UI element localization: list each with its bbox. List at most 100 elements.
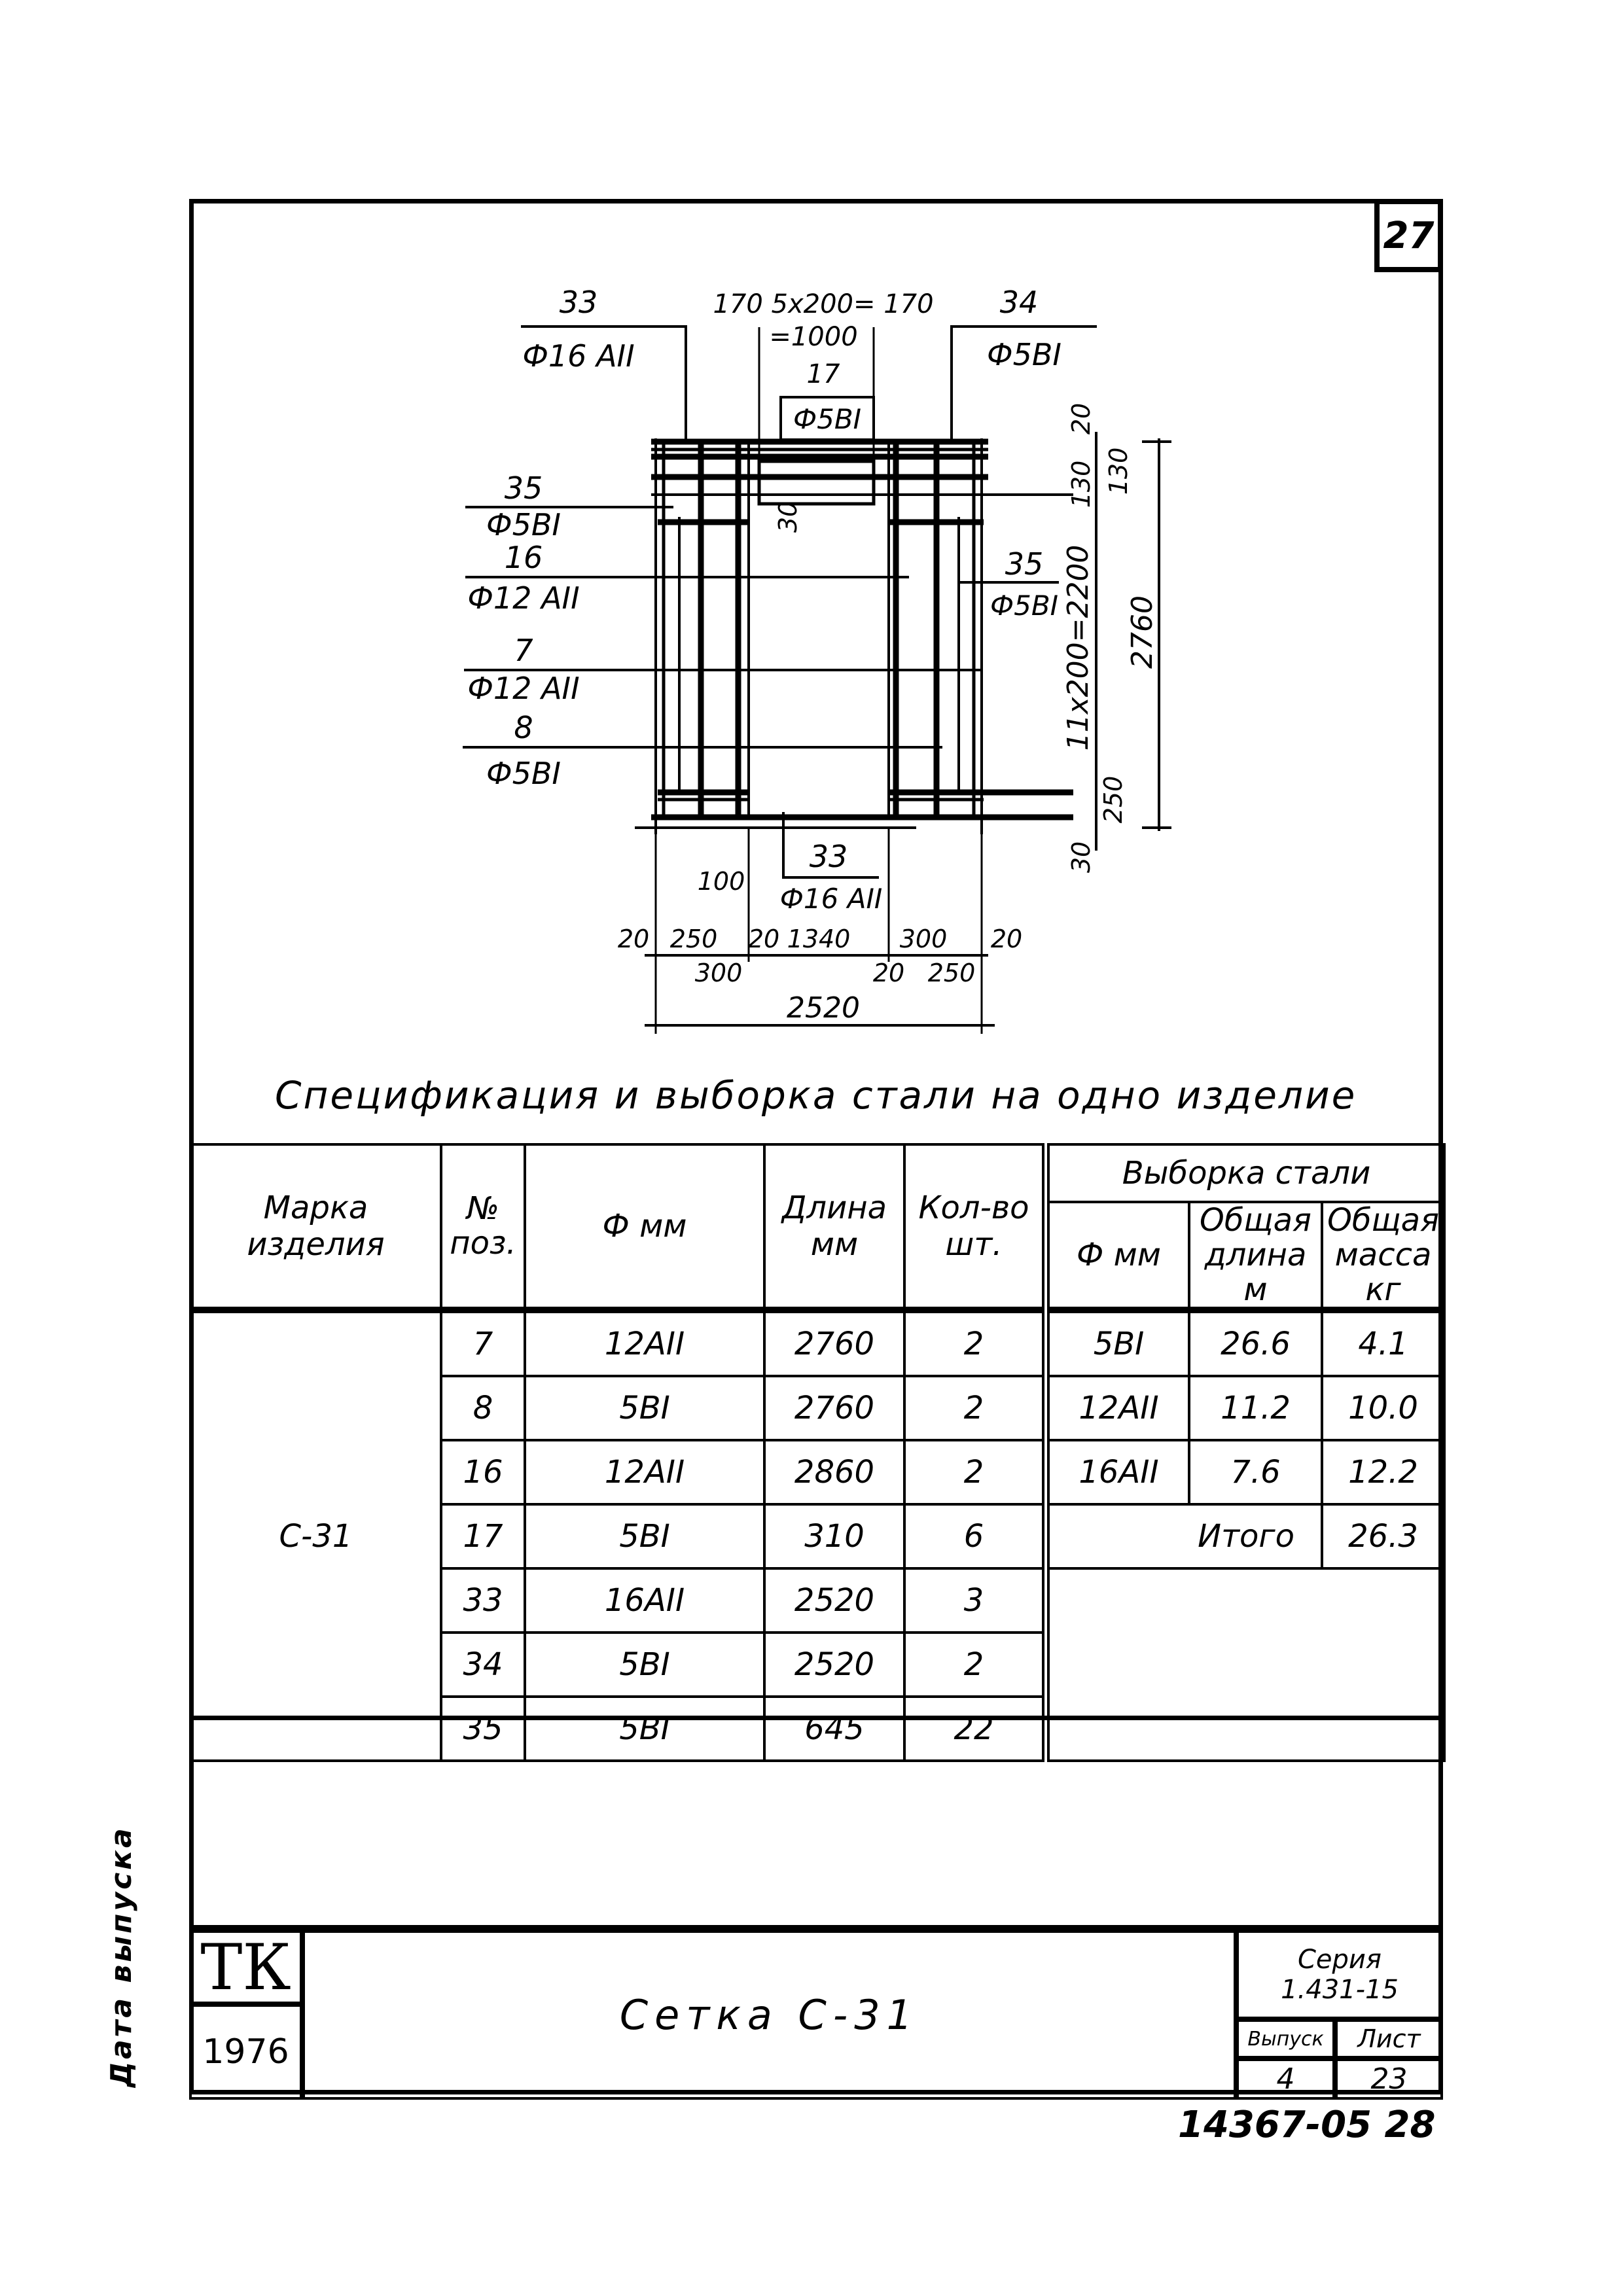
header-pos: № поз. <box>440 1142 526 1312</box>
sel-mass-cell: 4.1 <box>1320 1307 1446 1378</box>
dim-text: 250 <box>928 959 976 987</box>
pos-cell: 34 <box>440 1631 526 1699</box>
dim-text: 2520 <box>787 991 860 1025</box>
total-mass: 26.3 <box>1320 1503 1446 1570</box>
label-bar: Ф5ВI <box>793 403 861 435</box>
dim-text: 130 <box>1067 461 1096 508</box>
dim-text: 20 <box>748 925 779 953</box>
dim-text: 11x200=2200 <box>1061 545 1095 751</box>
dia-cell: 5ВI <box>524 1375 766 1442</box>
header-dia: Ф мм <box>524 1142 766 1312</box>
table-row: 16 12АII 2860 2 16АII 7.6 12.2 <box>190 1439 1446 1506</box>
dia-cell: 16АII <box>524 1567 766 1634</box>
spec-table: Марка изделия № поз. Ф мм Длина мм Кол-в… <box>189 1142 1446 1763</box>
dim-text: 20 <box>873 959 904 987</box>
sheet-label: Лист <box>1335 2019 1443 2058</box>
empty-cell <box>1041 1567 1446 1763</box>
table-row: С-31 7 12АII 2760 2 5ВI 26.6 4.1 <box>189 1307 1446 1763</box>
table-row: 34 5ВI 2520 2 <box>190 1631 1444 1699</box>
document-number: 14367-05 28 <box>1178 2104 1436 2146</box>
sheet-value: 23 <box>1335 2058 1443 2100</box>
dia-cell: 5ВI <box>524 1695 766 1763</box>
dim-text: 170 5x200= 170 <box>713 289 933 319</box>
dim-text: 30 <box>1067 841 1096 873</box>
label-pos: 8 <box>514 710 533 745</box>
qty-cell: 2 <box>903 1631 1047 1699</box>
length-cell: 2860 <box>763 1439 906 1506</box>
series-label: Серия <box>1298 1945 1382 1975</box>
sel-length-cell: 7.6 <box>1188 1439 1323 1506</box>
dim-text: 300 <box>695 959 743 987</box>
table-row: 33 16АII 2520 3 <box>190 1567 1446 1763</box>
drawing-name: Сетка С-31 <box>302 1930 1236 2100</box>
dim-text: 250 <box>1099 776 1128 824</box>
sheet-corner-number: 27 <box>1374 199 1443 272</box>
qty-cell: 3 <box>903 1567 1047 1634</box>
label-bar: Ф12 АII <box>467 580 579 616</box>
spec-title: Спецификация и выборка стали на одно изд… <box>275 1073 1357 1118</box>
dim-text: =1000 <box>769 322 857 352</box>
label-box <box>779 396 875 441</box>
dim-text: 130 <box>1104 448 1133 495</box>
label-bar: Ф12 АII <box>467 671 579 706</box>
mark-cell: С-31 <box>189 1307 442 1763</box>
dim-text: 30 <box>774 501 802 533</box>
dia-cell: 12АII <box>524 1307 766 1378</box>
total-label: Итого <box>1042 1503 1323 1570</box>
year: 1976 <box>189 2004 302 2100</box>
length-cell: 2760 <box>763 1375 906 1442</box>
blank-area <box>189 1716 1443 1925</box>
table-row: 17 5ВI 310 6 Итого 26.3 <box>190 1503 1446 1570</box>
sel-mass-cell: 12.2 <box>1320 1439 1446 1506</box>
label-bar: Ф5ВI <box>486 507 561 542</box>
pos-cell: 8 <box>440 1375 526 1442</box>
pos-cell: 17 <box>440 1503 526 1570</box>
label-pos: 33 <box>560 285 598 320</box>
sel-dia-cell: 12АII <box>1042 1375 1190 1442</box>
sel-dia-cell: 16АII <box>1042 1439 1190 1506</box>
dim-text: 2760 <box>1126 595 1159 669</box>
label-pos: 34 <box>1000 285 1039 320</box>
length-cell: 2520 <box>763 1567 906 1634</box>
label-pos: 33 <box>810 839 848 874</box>
sel-dia-cell: 5ВI <box>1042 1307 1190 1378</box>
sel-mass-cell: 10.0 <box>1320 1375 1446 1442</box>
label-pos: 35 <box>1005 546 1044 582</box>
dim-text: 300 <box>900 925 948 953</box>
qty-cell: 2 <box>903 1307 1047 1378</box>
length-cell: 2760 <box>763 1307 906 1378</box>
dim-text: 100 <box>698 867 745 896</box>
org-logo: ТК <box>189 1930 302 2004</box>
leader-line <box>521 325 687 442</box>
leader-line <box>782 812 879 879</box>
label-bar: Ф5ВI <box>990 590 1058 622</box>
dia-cell: 5ВI <box>524 1631 766 1699</box>
header-sel-mass: Общая масса кг <box>1320 1200 1446 1312</box>
length-cell: 310 <box>763 1503 906 1570</box>
issue-value: 4 <box>1236 2058 1335 2100</box>
qty-cell: 2 <box>903 1439 1047 1506</box>
qty-cell: 2 <box>903 1375 1047 1442</box>
label-bar: Ф16 АII <box>522 338 634 374</box>
header-sel-length: Общая длина м <box>1188 1200 1323 1312</box>
length-cell: 2520 <box>763 1631 906 1699</box>
label-bar: Ф5ВI <box>987 337 1061 372</box>
sel-length-cell: 11.2 <box>1188 1375 1323 1442</box>
pos-cell: 16 <box>440 1439 526 1506</box>
label-pos: 35 <box>505 470 543 506</box>
dim-text: 250 <box>670 925 718 953</box>
title-block: ТК 1976 Сетка С-31 Серия 1.431-15 Выпуск… <box>189 1925 1443 2100</box>
bar-17 <box>757 459 876 506</box>
label-pos: 17 <box>807 359 840 389</box>
header-mark: Марка изделия <box>189 1142 442 1312</box>
header-qty: Кол-во шт. <box>903 1142 1047 1312</box>
rebar-mesh-drawing: 33 Ф16 АII 170 5x200= 170 =1000 17 Ф5ВI … <box>463 285 1171 1034</box>
series-value: 1.431-15 <box>1281 1975 1399 2005</box>
table-row: 8 5ВI 2760 2 12АII 11.2 10.0 <box>190 1375 1446 1442</box>
dim-text: 20 <box>618 925 649 953</box>
label-pos: 7 <box>514 633 533 668</box>
mesh-bars <box>463 325 1171 1034</box>
pos-cell: 33 <box>440 1567 526 1634</box>
issue-label: Выпуск <box>1236 2019 1335 2058</box>
header-selection: Выборка стали <box>1041 1143 1446 1203</box>
